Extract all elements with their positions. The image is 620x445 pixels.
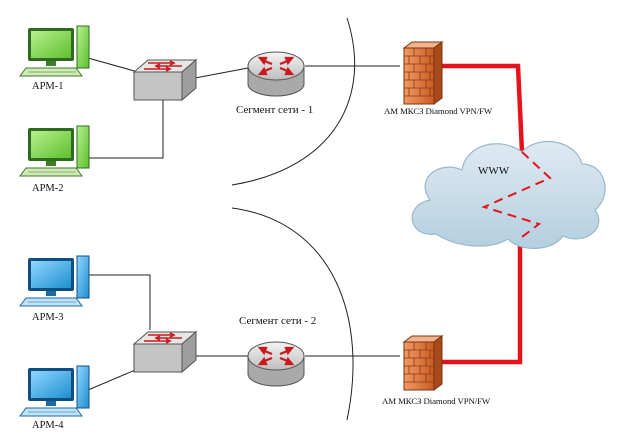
monitor-icon xyxy=(28,125,90,169)
keyboard-icon xyxy=(19,167,83,177)
workstation-4-label: АРМ-4 xyxy=(32,420,64,431)
firewall-2 xyxy=(402,335,444,391)
router-1 xyxy=(247,51,305,97)
workstation-1-label: АРМ-1 xyxy=(32,81,64,92)
workstation-3 xyxy=(19,255,90,307)
workstation-4 xyxy=(19,365,90,417)
segment-boundaries xyxy=(231,17,355,421)
router-icon xyxy=(247,51,305,97)
switch-icon xyxy=(132,330,198,374)
keyboard-icon xyxy=(19,67,83,77)
keyboard-icon xyxy=(19,407,83,417)
firewall-1-label: АМ МКСЗ Diamond VPN/FW xyxy=(384,106,493,116)
firewall-icon xyxy=(402,335,444,391)
segment-1-label: Сегмент сети - 1 xyxy=(236,104,314,116)
firewall-icon xyxy=(402,41,444,105)
switch-2 xyxy=(132,330,198,374)
workstation-2 xyxy=(19,125,90,177)
segment-2-label: Сегмент сети - 2 xyxy=(239,315,317,327)
switch-icon xyxy=(132,58,198,102)
workstation-1 xyxy=(19,25,90,77)
workstation-3-label: АРМ-3 xyxy=(32,312,64,323)
firewall-2-label: АМ МКСЗ Diamond VPN/FW xyxy=(382,396,491,406)
workstation-2-label: АРМ-2 xyxy=(32,183,64,194)
router-icon xyxy=(247,341,305,387)
switch-1 xyxy=(132,58,198,102)
router-2 xyxy=(247,341,305,387)
lan-links xyxy=(87,57,400,391)
www-cloud xyxy=(411,140,606,249)
keyboard-icon xyxy=(19,297,83,307)
monitor-icon xyxy=(28,255,90,299)
cloud-label: WWW xyxy=(478,165,510,177)
firewall-1 xyxy=(402,41,444,105)
monitor-icon xyxy=(28,25,90,69)
monitor-icon xyxy=(28,365,90,409)
